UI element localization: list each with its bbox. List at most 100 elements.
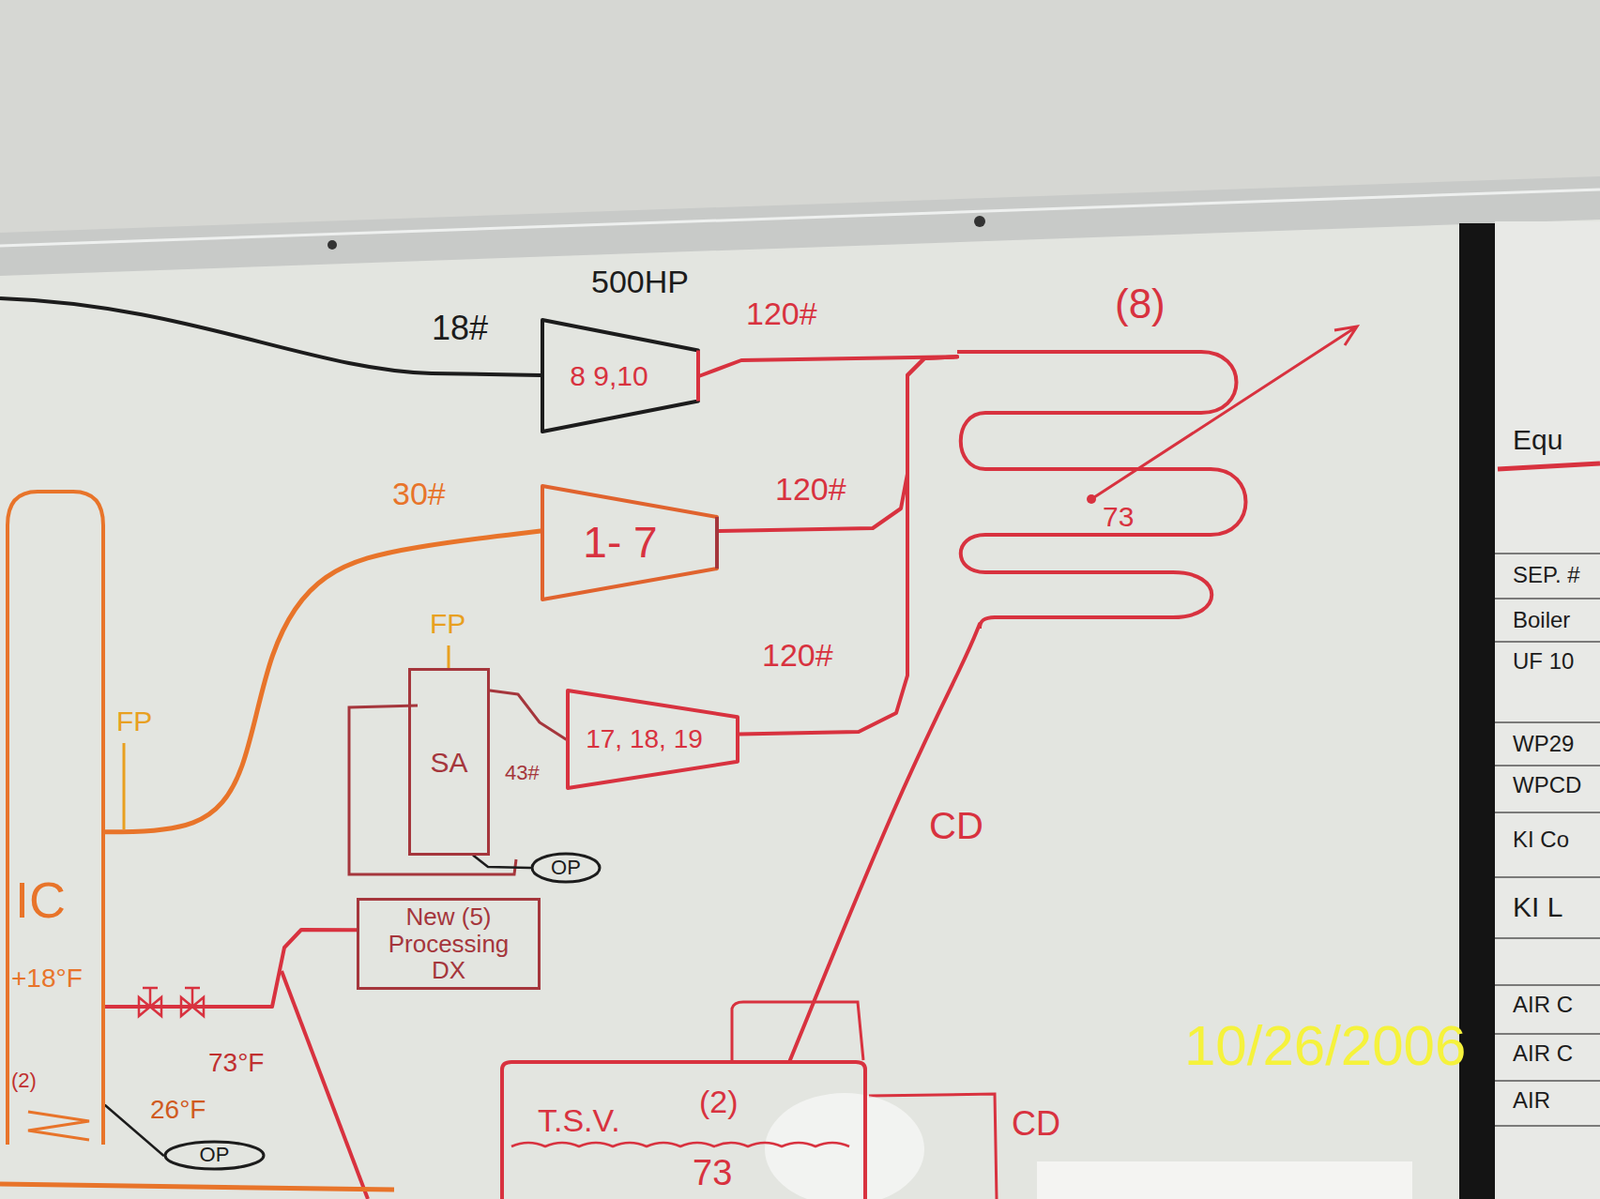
table-cell: AIR C [1512, 992, 1573, 1018]
board-divider [1459, 223, 1495, 1199]
pipe-connector [473, 855, 531, 869]
fp-label: FP [116, 705, 153, 737]
oil-pot-oval-outline [530, 852, 602, 884]
box-outline [410, 670, 489, 855]
vessel-box: SA [408, 668, 490, 856]
node-label: IC [15, 872, 66, 929]
table-cell: Boiler [1512, 608, 1570, 633]
condenser-coil-outline [957, 281, 1239, 625]
pipe-connector [105, 531, 541, 833]
pressure-label: 120# [761, 638, 834, 673]
compressor-outline [565, 688, 740, 791]
table-cell: AIR [1512, 1088, 1551, 1113]
oval-outline [165, 1142, 264, 1170]
suction-line [0, 298, 541, 376]
intercooler-vessel: IC [0, 487, 106, 1145]
date-stamp: 10/26/2006 [1184, 1015, 1466, 1078]
compressor-outlet-edge [715, 517, 719, 569]
rail-screw [327, 240, 337, 250]
pressure-label: 30# [392, 476, 446, 512]
node-label: 17, 18, 19 [585, 725, 703, 755]
rail-screw [974, 215, 986, 228]
liquid-level [511, 1142, 850, 1147]
pressure-label: 120# [746, 296, 818, 332]
fp-tick [122, 743, 126, 830]
paper-sheet [1036, 1161, 1413, 1199]
vessel-box-outline [408, 668, 490, 856]
fp-tick [447, 645, 451, 669]
table-cell: WP29 [1512, 731, 1574, 757]
pipe-connector [105, 1105, 164, 1157]
node-label: OP [550, 856, 581, 880]
valve-symbols [138, 988, 204, 1017]
table-rules [1494, 553, 1600, 1127]
compressor-outline [540, 318, 701, 434]
table-cell: UF 10 [1512, 649, 1574, 674]
bottom-line [0, 1184, 395, 1190]
process-box-outline [356, 898, 541, 991]
table-underline [1497, 463, 1600, 470]
node-label: 1- 7 [582, 518, 657, 567]
valve-stem [142, 988, 158, 1007]
node-sublabel: 73 [692, 1154, 732, 1194]
pressure-label: CD [929, 805, 984, 847]
table-cell: AIR C [1512, 1041, 1573, 1067]
rail-highlight [0, 189, 1600, 246]
temperature-label: 73°F [208, 1049, 264, 1079]
node-label: OP [199, 1143, 230, 1167]
pipe-connector [790, 624, 980, 1061]
compressor-outline [542, 320, 699, 432]
pipe-connector [718, 356, 958, 532]
vessel-loop [349, 705, 517, 875]
oil-pot-oval: OP [530, 852, 602, 884]
pressure-label: 18# [431, 309, 488, 348]
coil-dot [1086, 494, 1097, 504]
compressor: 8 9,10 [540, 318, 701, 434]
intercooler-vessel-outline [0, 487, 106, 1145]
tank-dome [731, 1002, 864, 1061]
temperature-label: +18°F [11, 964, 83, 994]
coil-tube [957, 351, 1247, 629]
valve-stem [184, 988, 200, 1007]
table-cell: WPCD [1512, 773, 1582, 798]
coil-symbol [28, 1112, 90, 1141]
box-outline [358, 899, 540, 990]
process-box: New (5) Processing DX [356, 898, 541, 991]
table-panel [1494, 221, 1600, 1199]
pipe-connector [105, 929, 357, 1007]
pressure-label: 120# [775, 472, 847, 507]
power-rating: 500HP [591, 264, 689, 300]
vessel-outline [7, 491, 104, 1145]
table-cell: SEP. # [1512, 563, 1581, 588]
tank-outline [502, 1062, 866, 1199]
liquid-line [281, 971, 368, 1199]
compressor: 17, 18, 19 [565, 688, 740, 791]
node-sublabel: 73 [1102, 501, 1134, 533]
glare [764, 1093, 925, 1199]
table-cell: KI L [1512, 891, 1563, 923]
temperature-label: 26°F [150, 1096, 206, 1126]
compressor-outline [540, 484, 719, 602]
compressor-outline [567, 690, 738, 789]
receiver-tank: T.S.V.(2)73 [500, 1060, 868, 1199]
leader-arrow [1091, 326, 1357, 500]
node-sublabel: (2) [699, 1084, 739, 1120]
pressure-label: 43# [504, 761, 540, 785]
node-label: SA [429, 746, 468, 778]
compressor: 1- 7 [540, 484, 719, 602]
node-label: 8 9,10 [569, 360, 648, 392]
compressor-outline [542, 486, 717, 600]
receiver-tank-outline [500, 1060, 868, 1199]
oval-outline [532, 853, 600, 883]
callout-number: (2) [11, 1069, 37, 1093]
line-label: CD [1011, 1105, 1061, 1143]
node-label: (8) [1114, 281, 1166, 327]
table-heading: Equ [1512, 424, 1563, 456]
pipe-connector [739, 356, 958, 734]
oil-pot-oval: OP [163, 1140, 266, 1172]
